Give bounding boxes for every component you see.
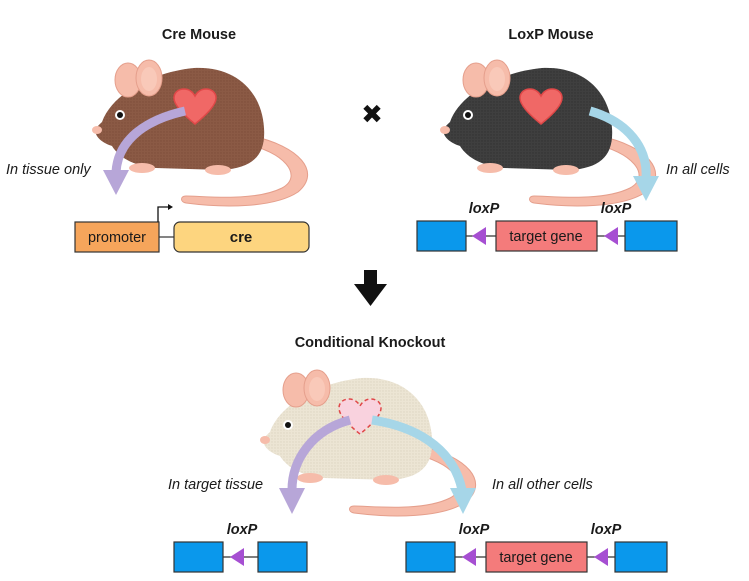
cre-mouse-heart-icon — [173, 88, 217, 125]
ko-intact-loxp-right-label: loxP — [591, 522, 622, 538]
ko-exon-right-box — [257, 541, 308, 573]
ko-exon-left-box — [173, 541, 224, 573]
loxp-arrow — [588, 106, 659, 201]
title-conditional-knockout: Conditional Knockout — [295, 335, 446, 351]
cre-label: cre — [230, 229, 253, 246]
promoter-label: promoter — [88, 230, 146, 246]
loxp-left-label: loxP — [469, 201, 500, 217]
ko-intact-exon-right-box — [614, 541, 668, 573]
cre-box — [173, 221, 310, 253]
ko-target-gene-label: target gene — [499, 550, 572, 566]
label-in-target-tissue: In target tissue — [168, 477, 263, 493]
cre-arrow — [103, 106, 187, 195]
loxp-construct: target gene loxP loxP — [416, 201, 678, 252]
ko-target-gene-box — [485, 541, 588, 573]
ko-deleted-construct: loxP — [173, 522, 308, 573]
exon-left-box — [416, 220, 467, 252]
transcription-start-arrow-icon — [157, 204, 173, 222]
ko-intact-loxp-left-triangle-icon — [462, 548, 476, 566]
label-in-all-cells: In all cells — [666, 162, 730, 178]
down-arrow-icon — [354, 270, 387, 306]
cre-mouse — [92, 59, 309, 207]
label-in-all-other-cells: In all other cells — [492, 477, 593, 493]
title-loxp-mouse: LoxP Mouse — [508, 27, 593, 43]
exon-right-box — [624, 220, 678, 252]
ko-loxp-label: loxP — [227, 522, 258, 538]
loxp-left-triangle-icon — [472, 227, 486, 245]
ko-other-arrow — [371, 415, 476, 514]
cross-icon: ✖ — [361, 100, 383, 130]
cre-construct: promoter cre — [74, 204, 310, 253]
loxp-mouse — [440, 59, 657, 207]
ko-loxp-triangle-icon — [230, 548, 244, 566]
loxp-right-triangle-icon — [604, 227, 618, 245]
ko-target-arrow — [279, 415, 352, 514]
ko-intact-exon-left-box — [405, 541, 456, 573]
loxp-mouse-heart-icon — [519, 88, 563, 125]
label-in-tissue-only: In tissue only — [6, 162, 91, 178]
ko-intact-construct: target gene loxP loxP — [405, 522, 668, 573]
title-cre-mouse: Cre Mouse — [162, 27, 236, 43]
ko-intact-loxp-right-triangle-icon — [594, 548, 608, 566]
target-gene-box — [495, 220, 598, 252]
ko-mouse-heart-icon — [338, 398, 382, 435]
promoter-box — [74, 221, 160, 253]
target-gene-label: target gene — [509, 229, 582, 245]
loxp-right-label: loxP — [601, 201, 632, 217]
ko-intact-loxp-left-label: loxP — [459, 522, 490, 538]
